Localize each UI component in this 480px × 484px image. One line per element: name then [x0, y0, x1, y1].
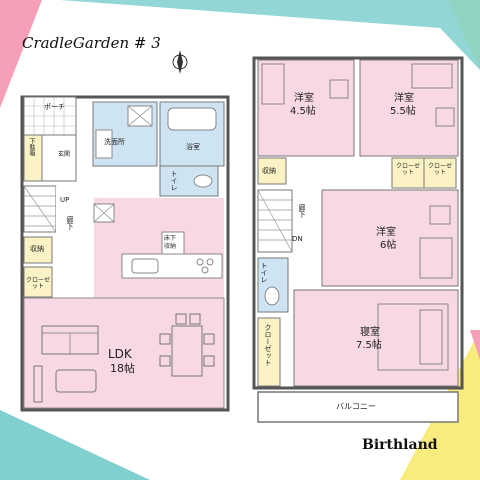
genkan-area — [41, 134, 77, 182]
label-genkan: 玄関 — [58, 151, 71, 158]
label-master-size: 7.5帖 — [356, 340, 382, 351]
label-room3-size: 6帖 — [380, 240, 397, 251]
label-porch: ポーチ — [44, 103, 65, 111]
corner-pink-bottom-right — [470, 330, 480, 360]
plan-title: CradleGarden # 3 — [22, 34, 161, 52]
label-f1-closet: クローゼット — [26, 277, 51, 290]
floor2-outer-wall — [252, 56, 464, 390]
kitchen-sink — [131, 258, 159, 274]
label-f1-toilet: トイレ — [170, 170, 178, 191]
floor2-plan — [252, 56, 464, 423]
room2-bed — [411, 63, 453, 89]
f2-closet-a — [391, 157, 425, 189]
label-f2-storage: 収納 — [262, 167, 276, 175]
master-bed — [377, 303, 449, 371]
label-dn: DN — [292, 235, 303, 243]
porch-grid — [24, 97, 76, 135]
label-washroom: 洗面所 — [104, 138, 125, 146]
brand-logo-text: Birthland — [362, 437, 438, 453]
label-f2-closet-b: クローゼット — [427, 163, 452, 176]
label-balcony: バルコニー — [336, 402, 376, 411]
washbasin — [95, 129, 113, 159]
floor1-outer-wall — [20, 95, 230, 412]
corner-teal-bottom-left — [0, 410, 150, 480]
label-room2: 洋室 — [394, 93, 414, 104]
room1 — [257, 59, 355, 157]
label-room1-size: 4.5帖 — [290, 106, 316, 117]
room1-bed — [261, 63, 285, 105]
label-f2-closet-a: クローゼット — [395, 163, 420, 176]
label-f1-hall: 廊下 — [66, 216, 74, 230]
label-underfloor2: 収納 — [164, 243, 177, 250]
label-master: 寝室 — [360, 327, 380, 338]
underfloor-storage-box — [161, 231, 185, 255]
label-f2-toilet: トイレ — [260, 262, 268, 283]
f1-toilet-bowl — [193, 174, 213, 188]
balcony — [257, 391, 459, 423]
f2-closet-b — [423, 157, 457, 189]
corner-pink-top-left — [0, 0, 42, 108]
corner-teal-top — [60, 0, 480, 70]
label-room1: 洋室 — [294, 93, 314, 104]
label-bath: 浴室 — [186, 143, 200, 151]
label-ldk: LDK — [108, 347, 132, 361]
stairs-lines — [23, 185, 57, 233]
label-up: UP — [60, 196, 70, 204]
f2-closet-long — [257, 317, 281, 387]
compass-icon — [172, 50, 188, 74]
label-ldk-size: 18帖 — [110, 362, 135, 375]
f1-storage — [23, 236, 53, 264]
label-f2-closet-long: クローゼット — [264, 324, 272, 366]
label-f2-hall: 廊下 — [298, 204, 306, 218]
bathtub — [167, 107, 217, 131]
tv-stand — [33, 365, 43, 403]
dining-table — [171, 325, 203, 377]
f2-storage — [257, 157, 287, 185]
room3-bed — [419, 237, 453, 279]
label-shoe-closet: 下駄箱 — [28, 138, 35, 156]
label-underfloor: 床下 — [164, 235, 177, 242]
f1-closet — [23, 266, 53, 298]
coffee-table — [55, 369, 97, 393]
f1-hall — [56, 186, 92, 264]
label-room2-size: 5.5帖 — [390, 106, 416, 117]
label-room3: 洋室 — [376, 227, 396, 238]
floor1-plan — [20, 95, 230, 412]
ldk-lower — [24, 298, 224, 408]
label-f1-storage: 収納 — [30, 245, 44, 253]
